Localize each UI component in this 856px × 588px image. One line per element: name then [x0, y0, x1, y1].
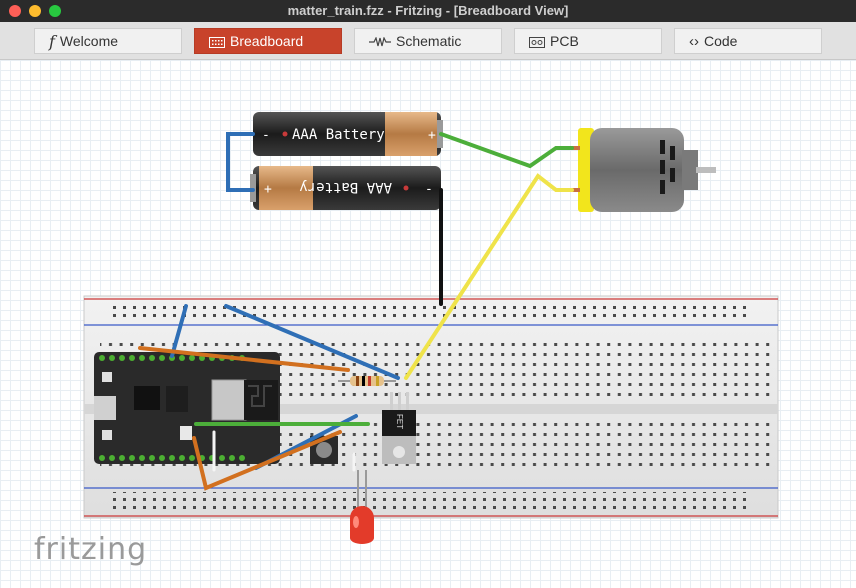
view-tab-bar: f Welcome Breadboard Schematic [0, 22, 856, 60]
resistor[interactable] [338, 376, 396, 386]
dc-motor[interactable] [568, 128, 716, 212]
pcb-icon [529, 34, 545, 49]
aaa-battery-top[interactable]: AAA Battery - + [253, 112, 443, 156]
tab-pcb-label: PCB [550, 33, 579, 49]
tab-breadboard-label: Breadboard [230, 33, 304, 49]
wire-orange-button[interactable] [192, 430, 342, 491]
wire-blue-1[interactable] [170, 304, 188, 358]
wire-blue-2[interactable] [224, 304, 400, 380]
battery-top-plus: + [428, 128, 436, 143]
tab-schematic[interactable]: Schematic [354, 28, 502, 54]
tab-schematic-label: Schematic [396, 33, 462, 49]
fritzing-logo: fritzing [34, 532, 148, 567]
tab-breadboard[interactable]: Breadboard [194, 28, 342, 54]
battery-bottom-plus: + [264, 182, 272, 197]
wire-blue-batteries[interactable] [226, 132, 255, 192]
esp32-board[interactable] [94, 352, 280, 464]
wire-yellow-mosfet[interactable] [404, 173, 574, 380]
tab-welcome[interactable]: f Welcome [34, 28, 182, 54]
aaa-battery-bottom[interactable]: AAA Battery - + [250, 166, 441, 210]
tab-pcb[interactable]: PCB [514, 28, 662, 54]
mosfet-label: FET [395, 414, 404, 429]
battery-bottom-label: AAA Battery [299, 179, 392, 195]
close-window-button[interactable] [9, 5, 21, 17]
wire-orange-resistor[interactable] [138, 346, 350, 372]
wires[interactable] [138, 132, 574, 491]
tab-code[interactable]: ‹› Code [674, 28, 822, 54]
breadboard-icon [209, 34, 225, 49]
title-bar: matter_train.fzz - Fritzing - [Breadboar… [0, 0, 856, 22]
mosfet[interactable]: FET [382, 392, 416, 464]
battery-bottom-minus: - [425, 182, 433, 197]
minimize-window-button[interactable] [29, 5, 41, 17]
zoom-window-button[interactable] [49, 5, 61, 17]
tab-code-label: Code [704, 33, 738, 49]
welcome-icon: f [49, 31, 55, 51]
wire-green-motor[interactable] [439, 132, 574, 169]
led[interactable] [350, 470, 374, 544]
window-title: matter_train.fzz - Fritzing - [Breadboar… [287, 3, 569, 18]
code-icon: ‹› [689, 32, 699, 50]
schematic-icon [369, 34, 391, 49]
tab-welcome-label: Welcome [59, 33, 119, 49]
breadboard[interactable] [83, 295, 779, 519]
battery-top-label: AAA Battery [292, 127, 385, 143]
battery-top-minus: - [262, 128, 270, 143]
